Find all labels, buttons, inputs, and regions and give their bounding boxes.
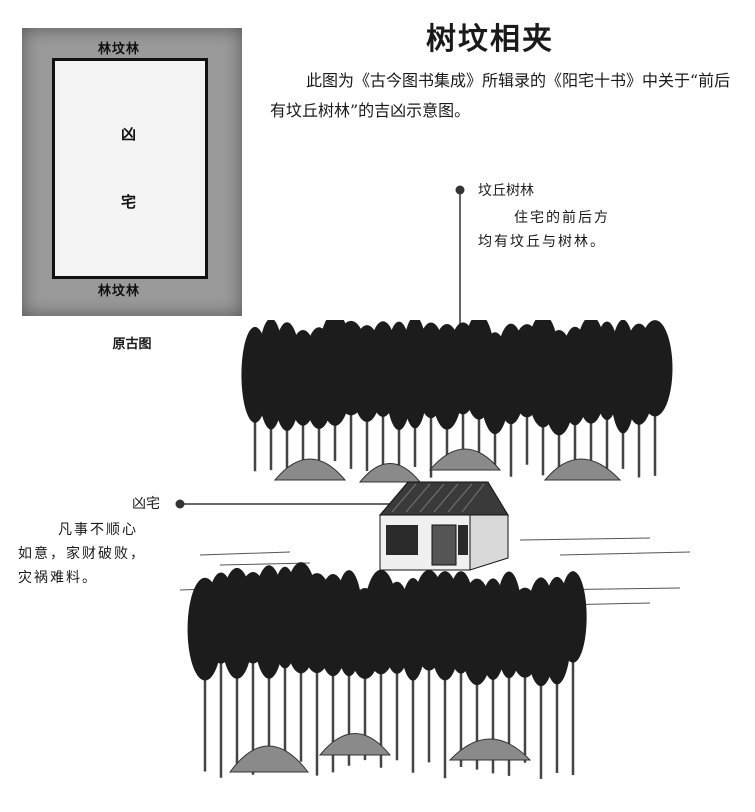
front-tree-grove xyxy=(187,562,587,779)
tree-crown xyxy=(637,320,673,417)
house-label-title: 凶宅 xyxy=(132,496,160,512)
tombs-label-line2: 均有坟丘与树林。 xyxy=(478,234,606,250)
ground-strokes xyxy=(180,537,691,606)
tree-crown xyxy=(559,571,587,663)
house-label-line1: 凡事不顺心 xyxy=(58,522,138,538)
original-house-frame: 凶 宅 xyxy=(52,58,208,279)
original-caption: 原古图 xyxy=(112,337,152,352)
house-leader-line xyxy=(175,499,400,509)
intro-text: 此图为《古今图书集成》所辑录的《阳宅十书》中关于“前后有坟丘树林”的吉凶示意图。 xyxy=(270,71,731,120)
original-center-char-2: 宅 xyxy=(121,193,138,211)
page-title: 树坟相夹 xyxy=(426,22,554,57)
original-bottom-label: 林坟林 xyxy=(98,284,141,299)
house xyxy=(378,481,509,571)
tombs-label-line1: 住宅的前后方 xyxy=(514,210,610,226)
original-diagram: 林坟林 凶 宅 林坟林 xyxy=(22,28,242,316)
back-tree-grove xyxy=(241,320,673,480)
original-top-label: 林坟林 xyxy=(98,42,141,57)
house-label-line2: 如意，家财破败， xyxy=(18,546,146,562)
tombs-label-title: 坟丘树林 xyxy=(478,183,534,199)
house-label-line3: 灾祸难料。 xyxy=(18,570,98,586)
grove-house-illustration xyxy=(180,320,691,779)
original-center-char-1: 凶 xyxy=(121,125,138,143)
front-tomb-mounds xyxy=(229,733,532,773)
back-tomb-mounds xyxy=(273,448,622,483)
